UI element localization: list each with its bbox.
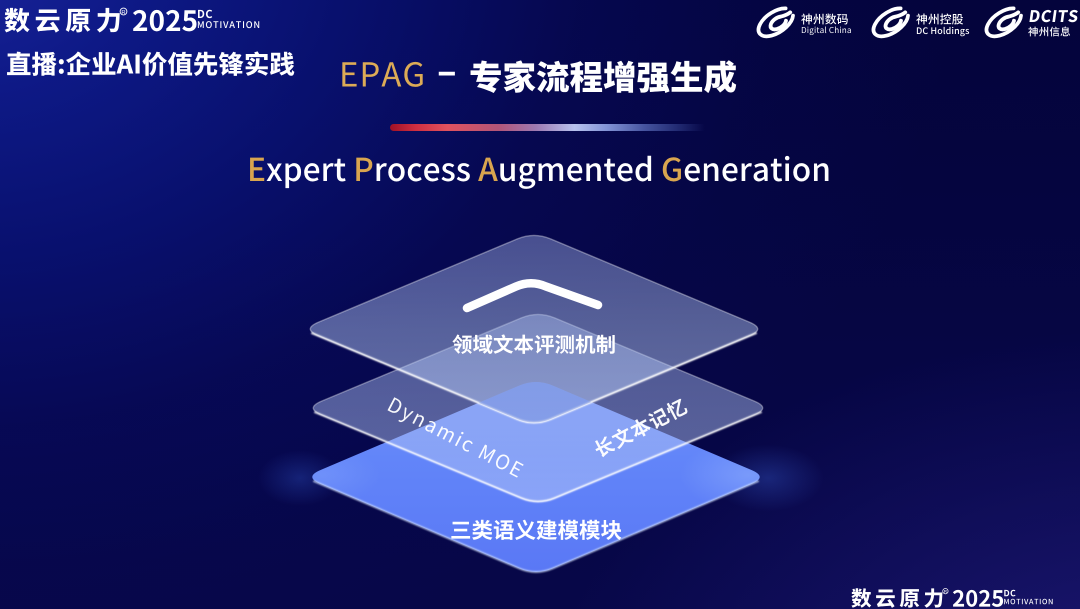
svg-text:R: R: [121, 10, 125, 16]
